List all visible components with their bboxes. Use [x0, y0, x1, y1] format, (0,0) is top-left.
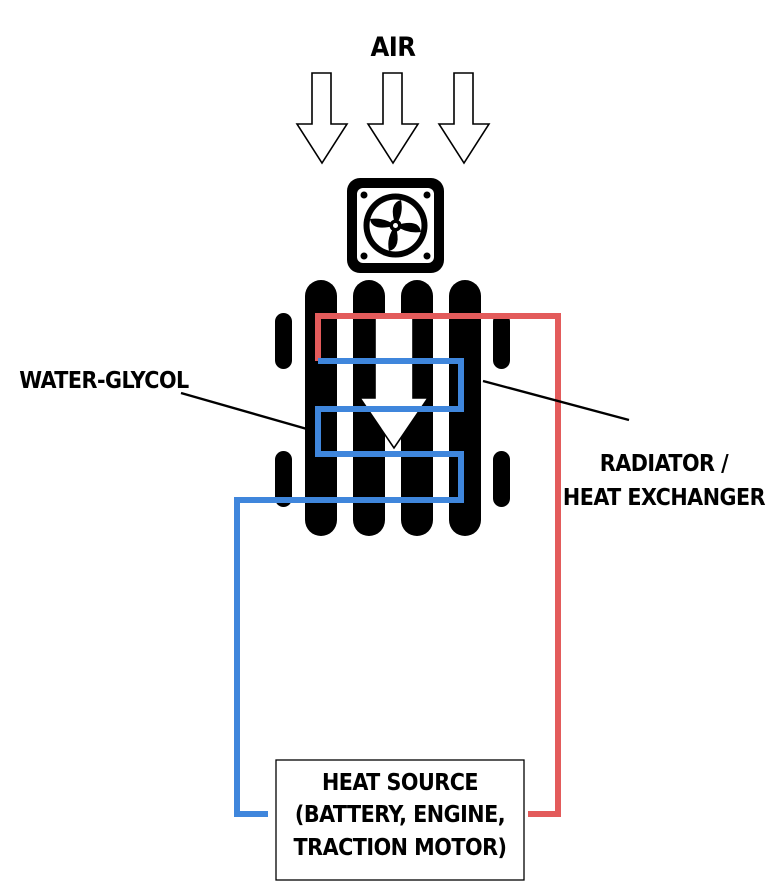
flow-arrow-icon	[358, 315, 430, 450]
hot-coolant-line	[315, 313, 561, 817]
heat-source-label-line2: (BATTERY, ENGINE,	[295, 802, 505, 828]
air-arrow-left-icon	[295, 72, 349, 165]
air-label: AIR	[370, 32, 416, 63]
heat-source-label-line1: HEAT SOURCE	[322, 770, 478, 796]
radiator-label-line2: HEAT EXCHANGER	[563, 485, 766, 511]
air-arrow-center-icon	[366, 72, 420, 165]
air-arrow-right-icon	[437, 72, 491, 165]
radiator-label: RADIATOR / HEAT EXCHANGER	[563, 451, 766, 511]
fan-icon	[347, 178, 444, 273]
water-glycol-label: WATER-GLYCOL	[19, 368, 189, 394]
water-glycol-leader-line	[180, 391, 315, 433]
heat-source-label-line3: TRACTION MOTOR)	[294, 835, 507, 861]
heat-source-box: HEAT SOURCE (BATTERY, ENGINE, TRACTION M…	[275, 759, 525, 881]
radiator-leader-line	[482, 379, 630, 422]
cold-coolant-line	[234, 358, 464, 817]
coolant-loop	[234, 313, 561, 817]
air-arrows-icon	[295, 72, 491, 165]
radiator-label-line1: RADIATOR /	[600, 451, 729, 477]
